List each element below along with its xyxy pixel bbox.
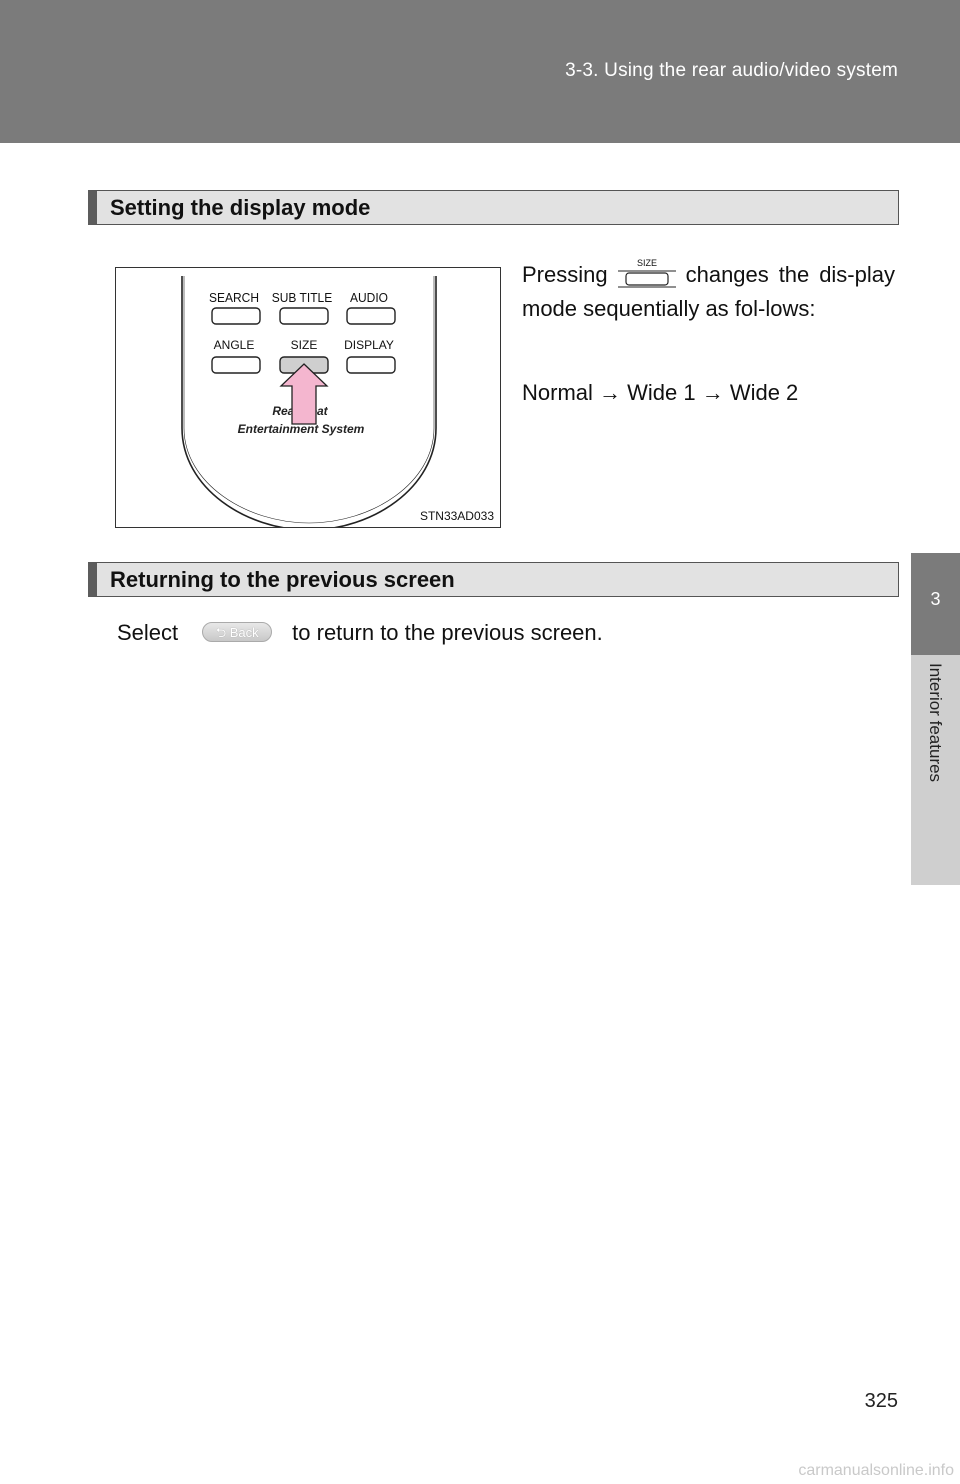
header-band xyxy=(0,0,960,143)
btn-label-display: DISPLAY xyxy=(344,338,394,352)
btn-label-angle: ANGLE xyxy=(214,338,255,352)
back-button: ⮌ Back xyxy=(202,622,273,642)
remote-outline xyxy=(181,276,437,527)
section-heading-text: Setting the display mode xyxy=(110,195,371,220)
mode-sequence: Normal → Wide 1 → Wide 2 xyxy=(522,380,799,405)
btn-label-audio: AUDIO xyxy=(350,291,388,306)
return-text: to return to the previous screen. xyxy=(292,620,603,645)
select-instruction: Select ⮌ Back to return to the previous sc… xyxy=(117,620,603,646)
remote-drawing: SEARCH SUB TITLE AUDIO ANGLE SIZE DISPLA… xyxy=(181,276,437,527)
side-tab-label-box: Interior features xyxy=(911,655,960,885)
side-tab-number-box: 3 xyxy=(911,553,960,655)
section-heading-display-mode: Setting the display mode xyxy=(88,190,899,225)
display-button-shape xyxy=(346,356,396,374)
arrow-up-icon xyxy=(279,363,329,425)
back-button-label: ⮌ Back xyxy=(215,625,259,640)
changes-text: changes the dis-play mode sequentially a… xyxy=(522,262,895,321)
search-button-shape xyxy=(211,307,261,325)
btn-label-search: SEARCH xyxy=(209,291,259,306)
section-heading-text: Returning to the previous screen xyxy=(110,567,455,592)
section-heading-previous-screen: Returning to the previous screen xyxy=(88,562,899,597)
figure-code: STN33AD033 xyxy=(419,509,494,523)
remote-illustration: SEARCH SUB TITLE AUDIO ANGLE SIZE DISPLA… xyxy=(115,267,501,528)
page-number: 325 xyxy=(864,1390,898,1412)
subtitle-button-shape xyxy=(279,307,329,325)
side-tab-label: Interior features xyxy=(926,663,945,783)
audio-button-shape xyxy=(346,307,396,325)
size-button-inline: SIZE xyxy=(617,258,676,288)
select-text: Select xyxy=(117,620,179,645)
btn-label-size: SIZE xyxy=(291,338,318,352)
caption-entertainment: Entertainment System xyxy=(238,422,365,436)
angle-button-shape xyxy=(211,356,261,374)
side-tab-number: 3 xyxy=(930,589,941,609)
btn-label-subtitle: SUB TITLE xyxy=(272,291,332,306)
remote-inner-outline xyxy=(183,276,435,524)
header-title: 3-3. Using the rear audio/video system xyxy=(565,60,898,81)
pressing-text: Pressing xyxy=(522,262,608,287)
inline-size-label: SIZE xyxy=(637,258,657,268)
watermark: carmanualsonline.info xyxy=(798,1462,954,1479)
